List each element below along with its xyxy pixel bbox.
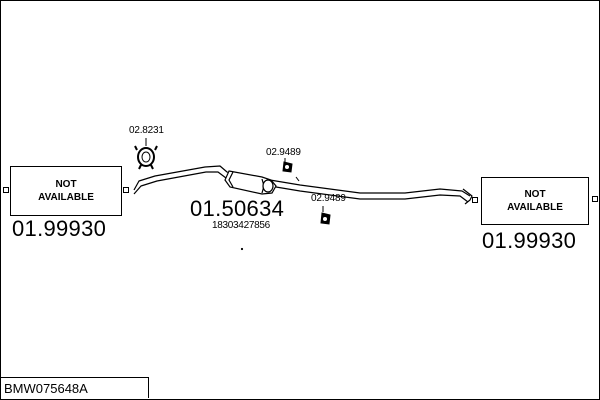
right-part-box: NOT AVAILABLE xyxy=(481,177,589,225)
left-part-number: 01.99930 xyxy=(12,216,107,241)
hanger-top-icon xyxy=(282,161,293,173)
exhaust-pipe xyxy=(133,165,473,205)
center-muffler xyxy=(224,170,277,195)
right-connector-left xyxy=(472,197,478,203)
left-part-box: NOT AVAILABLE xyxy=(10,166,122,216)
center-oe-number: 18303427856 xyxy=(212,220,270,231)
left-connector-right xyxy=(123,187,129,193)
clamp-icon xyxy=(134,145,158,170)
right-connector-right xyxy=(592,196,598,202)
diagram-code-label: BMW075648A xyxy=(0,377,149,398)
left-connector-left xyxy=(3,187,9,193)
hanger-bottom-icon xyxy=(320,212,331,225)
center-part-number: 01.50634 xyxy=(190,196,285,221)
leader-lines xyxy=(145,138,324,251)
clamp-part-number: 02.8231 xyxy=(129,125,164,136)
hanger-top-part-number: 02.9489 xyxy=(266,147,301,158)
right-part-number: 01.99930 xyxy=(482,228,577,253)
hanger-bottom-part-number: 02.9489 xyxy=(311,193,346,204)
